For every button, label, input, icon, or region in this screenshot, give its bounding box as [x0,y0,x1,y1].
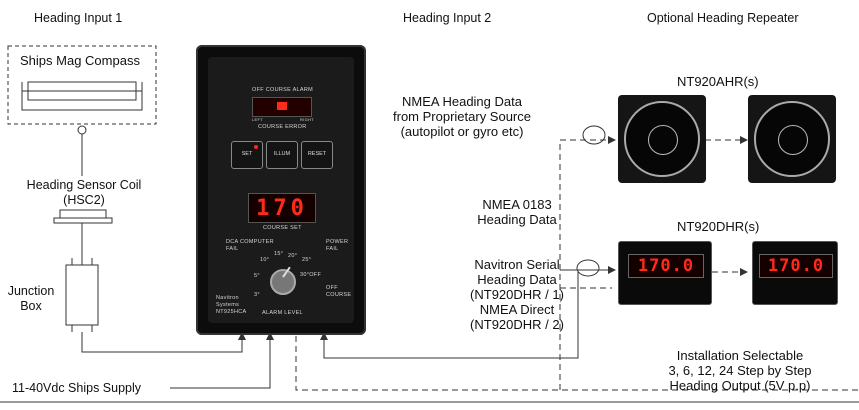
junction-line2: Box [20,299,42,313]
sensor-pin-icon [77,125,87,135]
panel-bezel: OFF COURSE ALARM LEFT RIGHT COURSE ERROR… [208,57,354,323]
panel-alarm-label: OFF COURSE ALARM [252,87,314,93]
junction-box-icon [65,264,99,326]
set-button-label: SET [241,151,253,157]
install-line2: 3, 6, 12, 24 Step by Step [668,363,812,378]
serial-line2: Heading Data [477,272,557,287]
dhr-display-2: 170.0 [759,254,833,278]
left-small-label: LEFT [252,117,263,122]
dial-25: 25° [302,257,312,263]
fail-label: FAIL [226,246,239,252]
dial-off: 30°OFF [300,272,322,278]
dial-3: 3° [254,292,260,298]
power-fail-label: FAIL [326,246,339,252]
power-label: POWER [326,239,349,245]
junction-line1: Junction [7,284,55,298]
illum-button-label: ILLUM [273,151,291,157]
nmea0183-line1: NMEA 0183 [482,197,552,212]
compass-outline [7,45,157,125]
dial-5: 5° [254,273,260,279]
alarm-level-knob[interactable] [270,266,296,295]
junction-box-label: Junction Box [6,284,56,314]
course-error-label: COURSE ERROR [258,124,307,130]
install-line1: Installation Selectable [676,348,804,363]
heading-control-panel: OFF COURSE ALARM LEFT RIGHT COURSE ERROR… [196,45,366,335]
dhr-value-2: 170.0 [767,256,825,276]
dca-label: DCA COMPUTER [226,239,274,245]
dial-15: 15° [274,251,284,257]
dhr-display-1: 170.0 [628,254,704,278]
dhr-value-1: 170.0 [637,256,695,276]
dial-10: 10° [260,257,270,263]
sensor-coil-icon [59,209,107,219]
dial-20: 20° [288,253,298,259]
off-course-label-2: COURSE [326,292,352,298]
reset-button-label: RESET [307,151,327,157]
repeater-label: Optional Heading Repeater [647,11,799,25]
install-line3: Heading Output (5V p.p) [669,378,811,393]
sensor-coil-line2: (HSC2) [63,193,105,207]
course-display: 170 [248,193,316,223]
set-button[interactable]: SET [231,141,263,169]
ahr-repeater-1 [618,95,706,183]
nmea-source-line1: NMEA Heading Data [402,94,522,109]
nmea0183-line2: Heading Data [477,212,557,227]
nmea-source-label: NMEA Heading Data from Proprietary Sourc… [377,94,547,139]
ahr-title: NT920AHR(s) [677,74,759,89]
nmea-source-line3: (autopilot or gyro etc) [400,124,524,139]
heading-input-1-label: Heading Input 1 [34,11,123,25]
right-small-label: RIGHT [300,117,314,122]
dhr-repeater-2: 170.0 [752,241,838,305]
serial-line4: NMEA Direct [479,302,555,317]
bottom-divider [0,401,859,403]
nmea0183-label: NMEA 0183 Heading Data [476,197,558,227]
compass-dial-icon-2 [754,101,830,177]
ahr-repeater-2 [748,95,836,183]
nmea-source-line2: from Proprietary Source [393,109,531,124]
alarm-level-label: ALARM LEVEL [262,310,303,316]
brand-2: Systems [216,302,240,308]
course-display-value: 170 [256,196,308,221]
compass-label: Ships Mag Compass [20,53,140,68]
illum-button[interactable]: ILLUM [266,141,298,169]
installation-label: Installation Selectable 3, 6, 12, 24 Ste… [652,348,828,393]
serial-line1: Navitron Serial [474,257,560,272]
serial-line3: (NT920DHR / 1) [470,287,564,302]
supply-label: 11-40Vdc Ships Supply [12,381,142,395]
sensor-coil-line1: Heading Sensor Coil [26,178,142,192]
dhr-title: NT920DHR(s) [677,219,760,234]
off-course-label: OFF [326,285,338,291]
model-label: NT925HCA [216,309,247,315]
heading-input-2-label: Heading Input 2 [403,11,492,25]
compass-dial-icon [624,101,700,177]
sensor-coil-label: Heading Sensor Coil (HSC2) [14,178,154,208]
course-error-bar [252,97,312,117]
dhr-repeater-1: 170.0 [618,241,712,305]
reset-button[interactable]: RESET [301,141,333,169]
brand-1: Navitron [216,295,239,301]
serial-line5: (NT920DHR / 2) [470,317,564,332]
course-set-label: COURSE SET [263,225,302,231]
serial-data-label: Navitron Serial Heading Data (NT920DHR /… [462,257,572,332]
